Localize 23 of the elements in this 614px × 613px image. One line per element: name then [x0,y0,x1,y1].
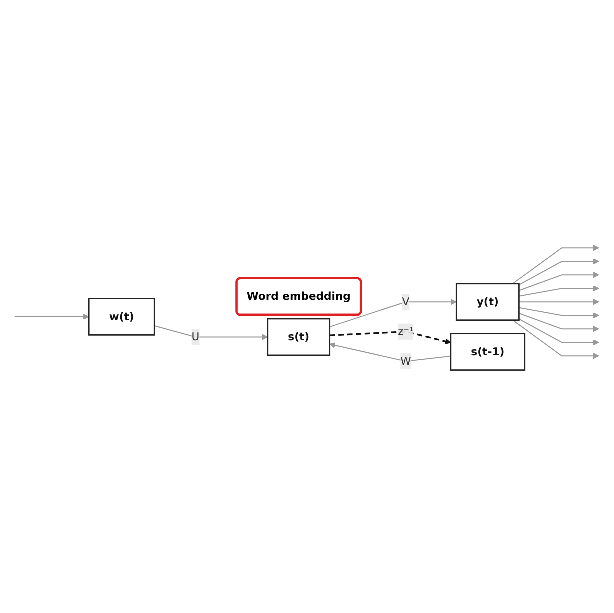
arrow [330,298,457,328]
layer-box: w(t) [88,298,156,336]
arrow [512,320,600,359]
arrow [519,272,600,291]
arrow [519,312,600,332]
arrow [518,258,600,286]
arrow [330,342,451,362]
edge-label: U [192,328,200,345]
arrow [519,285,600,297]
layer-box: s(t) [267,318,331,356]
arrow [154,325,268,340]
layer-box: s(t-1) [450,332,526,371]
layer-box: y(t) [456,282,520,321]
arrow [518,318,600,346]
arrow [14,314,90,320]
highlight-box: Word embedding [236,277,362,316]
edge-label: V [402,294,410,310]
arrow [512,244,600,284]
edge-label: z⁻¹ [398,323,414,340]
arrow [519,306,600,318]
dashed-arrow [330,330,452,344]
edge-label: W [400,353,412,370]
arrow [519,298,600,305]
